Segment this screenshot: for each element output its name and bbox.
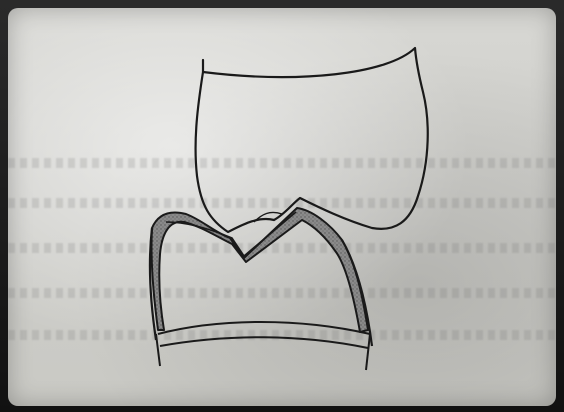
cervical-band-bottom	[160, 337, 368, 348]
cervical-band-right-stub	[366, 334, 370, 370]
cervical-band-left-stub	[156, 334, 160, 366]
crown-restoration-shading	[151, 208, 368, 332]
cervical-band-top	[158, 322, 370, 334]
upper-tooth-outline	[196, 48, 428, 232]
